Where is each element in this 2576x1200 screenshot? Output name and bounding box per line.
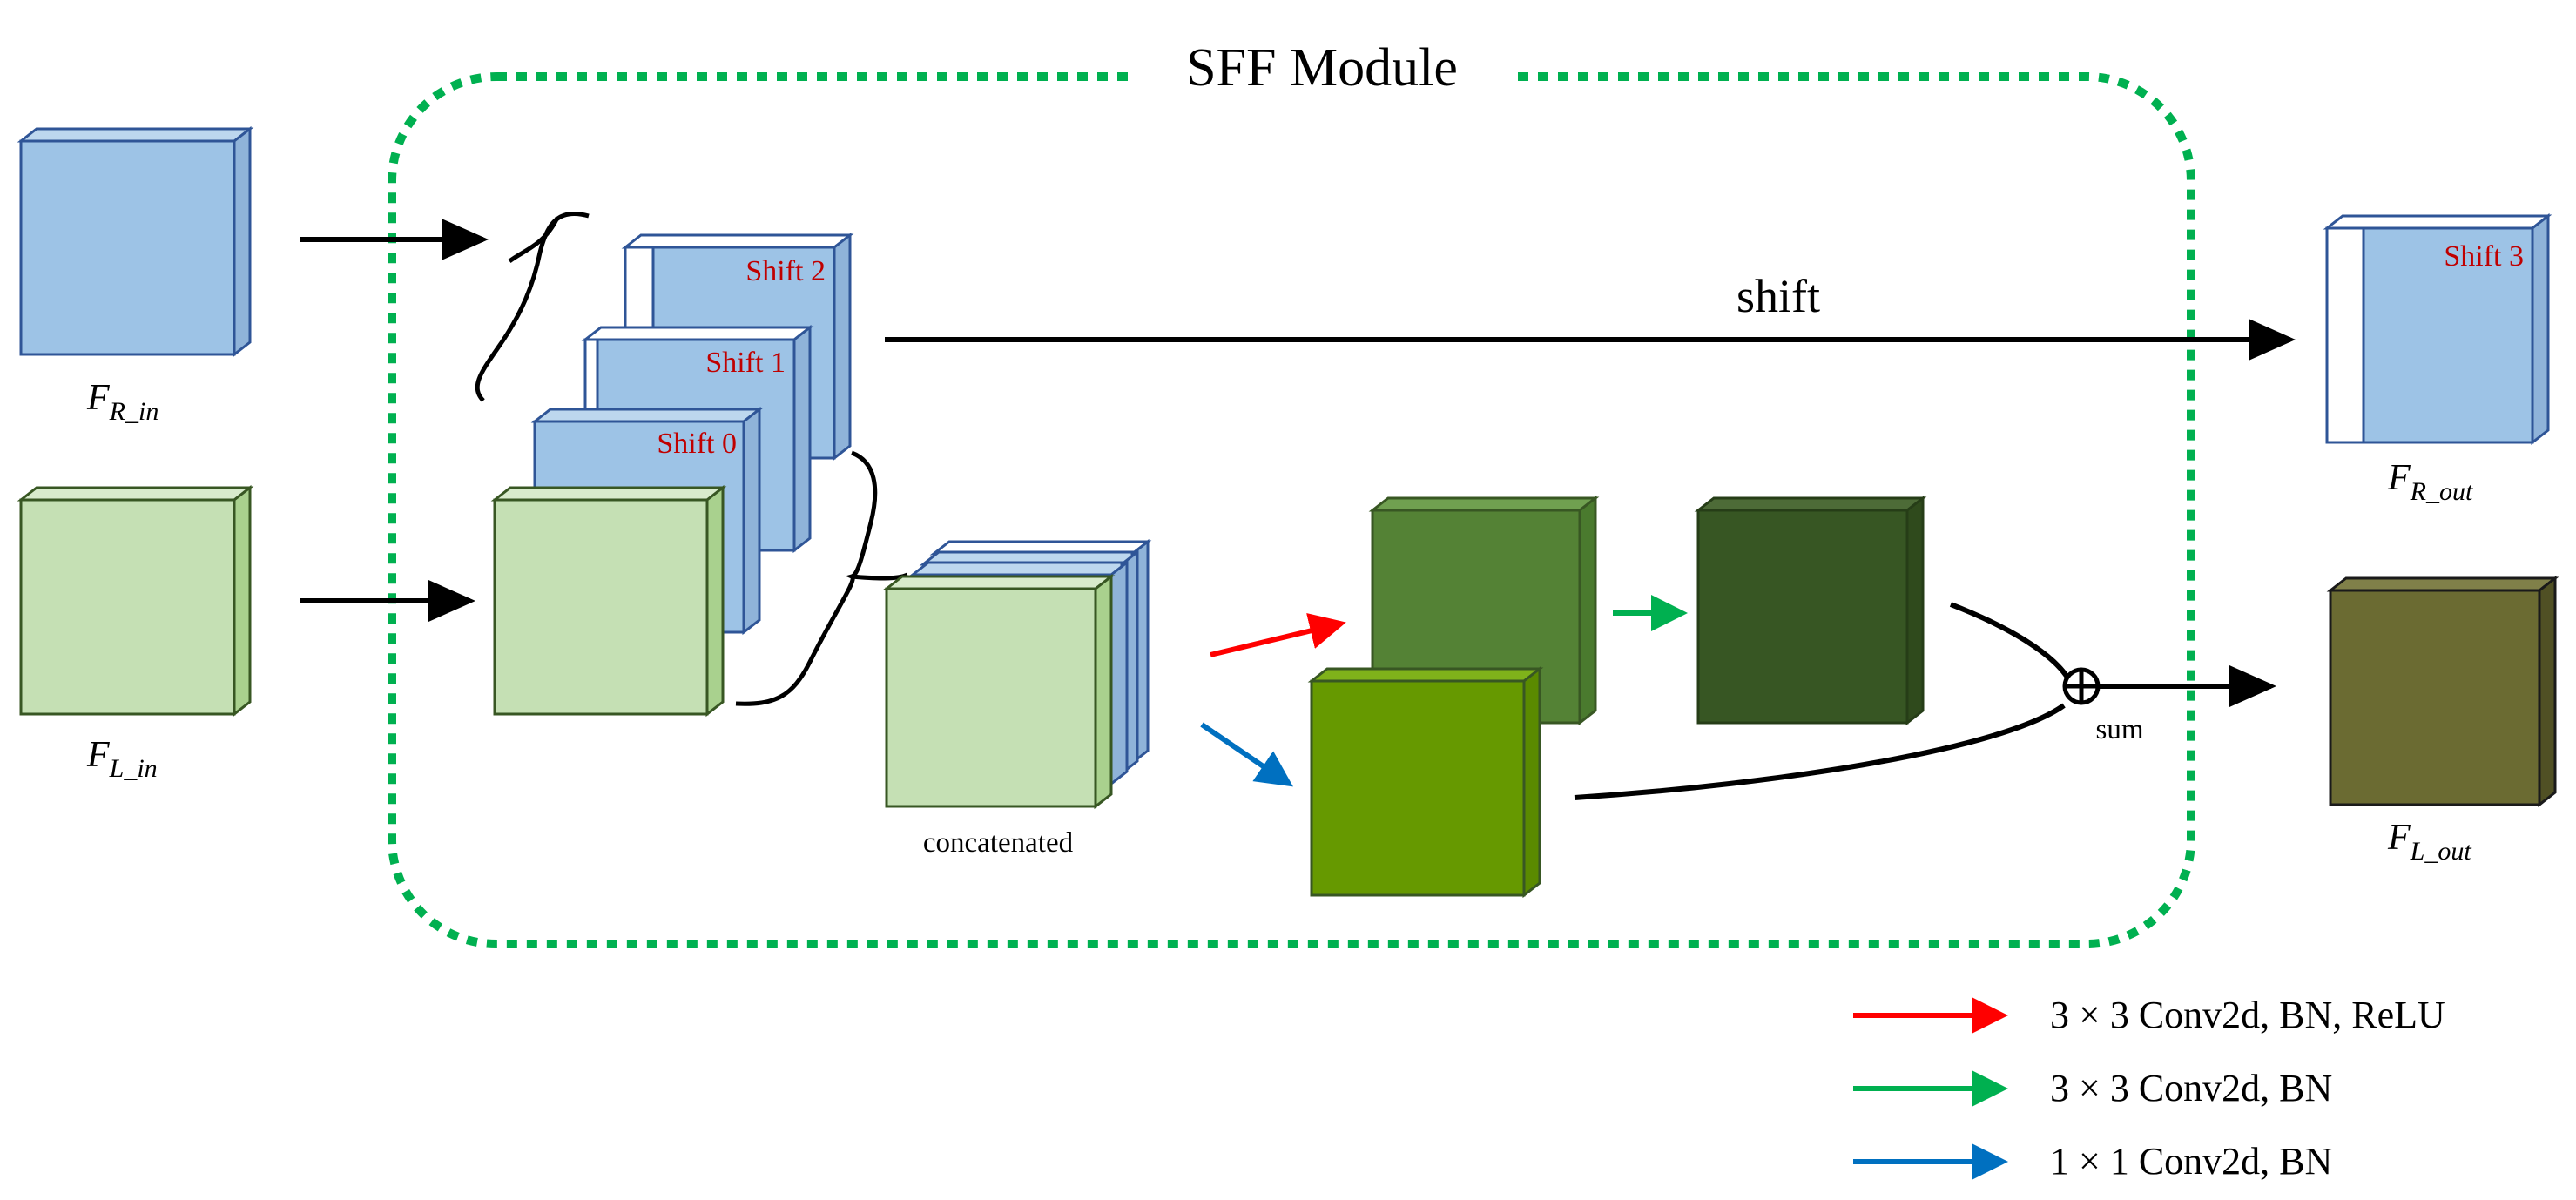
shift3-label: Shift 3 bbox=[2444, 240, 2524, 273]
sff-module-title: SFF Module bbox=[1186, 38, 1458, 98]
conv1x1-bn-arrow bbox=[1200, 722, 1293, 787]
concatenated-label: concatenated bbox=[923, 827, 1074, 859]
conv1x1-output-cube bbox=[1307, 665, 1544, 899]
sum-node-icon bbox=[2062, 667, 2101, 705]
input-right-label: FR_in bbox=[86, 378, 158, 426]
input-left-feature-cube bbox=[17, 484, 254, 718]
conv3x3-bn-relu-arrow bbox=[1210, 612, 1346, 657]
shift0-label: Shift 0 bbox=[657, 428, 737, 460]
shift1-label: Shift 1 bbox=[705, 347, 786, 379]
sum-label: sum bbox=[2095, 714, 2143, 745]
legend-label-red: 3 × 3 Conv2d, BN, ReLU bbox=[2050, 994, 2445, 1036]
sff-module-border bbox=[388, 72, 2195, 948]
concatenated-feature-cube bbox=[882, 538, 1152, 810]
conv-bn-output-cube bbox=[1694, 495, 1927, 726]
legend-label-green: 3 × 3 Conv2d, BN bbox=[2050, 1067, 2332, 1109]
shift-arrow-label: shift bbox=[1736, 270, 1820, 322]
legend-label-blue: 1 × 1 Conv2d, BN bbox=[2050, 1140, 2332, 1183]
sum-merge-lower-line bbox=[1574, 703, 2066, 800]
output-right-label: FR_out bbox=[2387, 458, 2473, 506]
left-feature-copy-cube bbox=[490, 484, 727, 718]
output-left-feature-cube bbox=[2326, 575, 2559, 808]
sff-module-title-bg bbox=[1129, 35, 1512, 113]
input-left-label: FL_in bbox=[86, 735, 158, 783]
output-left-label: FL_out bbox=[2387, 818, 2471, 866]
legend: 3 × 3 Conv2d, BN, ReLU 3 × 3 Conv2d, BN … bbox=[1853, 994, 2445, 1183]
output-right-feature-cube bbox=[2323, 212, 2552, 446]
sum-merge-upper-line bbox=[1949, 602, 2075, 690]
input-brace bbox=[475, 211, 590, 402]
input-right-feature-cube bbox=[17, 125, 254, 358]
shift2-label: Shift 2 bbox=[745, 255, 826, 287]
